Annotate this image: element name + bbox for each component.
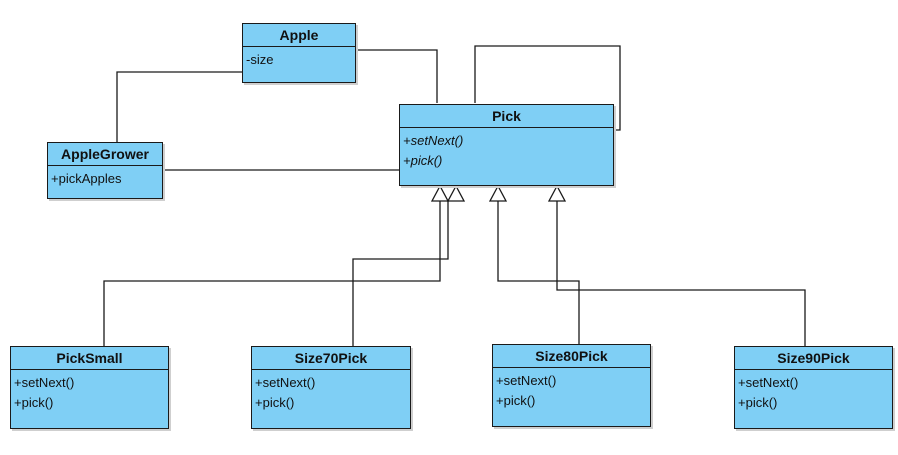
operation: +pickApples bbox=[51, 171, 122, 186]
edge-size80pick-pick bbox=[497, 201, 580, 344]
edge-pick-self bbox=[474, 45, 621, 131]
operation: +pick() bbox=[255, 395, 295, 410]
generalization-arrowhead bbox=[547, 184, 567, 202]
operation: +setNext() bbox=[496, 373, 557, 388]
edge-applegrower-apple bbox=[116, 71, 242, 142]
operation-compartment: +pickApples bbox=[48, 166, 162, 191]
edge-apple-pick bbox=[356, 49, 438, 103]
edge-size90pick-pick bbox=[556, 201, 806, 346]
class-name: Pick bbox=[400, 105, 613, 128]
class-picksmall[interactable]: PickSmall +setNext() +pick() bbox=[10, 346, 169, 429]
edge-size70pick-pick bbox=[352, 201, 449, 346]
operation-compartment: +setNext() +pick() bbox=[11, 370, 168, 415]
generalization-arrowhead bbox=[446, 184, 466, 202]
class-name: Apple bbox=[243, 24, 355, 47]
operation: +setNext() bbox=[403, 133, 464, 148]
generalization-arrowhead bbox=[430, 184, 450, 202]
class-pick[interactable]: Pick +setNext() +pick() bbox=[399, 104, 614, 186]
attribute-compartment: -size bbox=[243, 47, 355, 72]
operation-compartment: +setNext() +pick() bbox=[400, 128, 613, 173]
edge-picksmall-pick bbox=[103, 201, 441, 346]
operation: +pick() bbox=[496, 393, 536, 408]
class-name: PickSmall bbox=[11, 347, 168, 370]
class-applegrower[interactable]: AppleGrower +pickApples bbox=[47, 142, 163, 199]
class-name: Size80Pick bbox=[493, 345, 650, 368]
operation-compartment: +setNext() +pick() bbox=[252, 370, 410, 415]
class-apple[interactable]: Apple -size bbox=[242, 23, 356, 83]
operation: +pick() bbox=[738, 395, 778, 410]
operation-compartment: +setNext() +pick() bbox=[493, 368, 650, 413]
operation: +setNext() bbox=[738, 375, 799, 390]
class-size80pick[interactable]: Size80Pick +setNext() +pick() bbox=[492, 344, 651, 427]
class-name: Size70Pick bbox=[252, 347, 410, 370]
operation-compartment: +setNext() +pick() bbox=[735, 370, 892, 415]
operation: +pick() bbox=[14, 395, 54, 410]
operation: +pick() bbox=[403, 153, 443, 168]
class-size90pick[interactable]: Size90Pick +setNext() +pick() bbox=[734, 346, 893, 429]
class-name: Size90Pick bbox=[735, 347, 892, 370]
attribute: -size bbox=[246, 52, 274, 67]
class-size70pick[interactable]: Size70Pick +setNext() +pick() bbox=[251, 346, 411, 429]
operation: +setNext() bbox=[255, 375, 316, 390]
class-name: AppleGrower bbox=[48, 143, 162, 166]
generalization-arrowhead bbox=[488, 184, 508, 202]
operation: +setNext() bbox=[14, 375, 75, 390]
